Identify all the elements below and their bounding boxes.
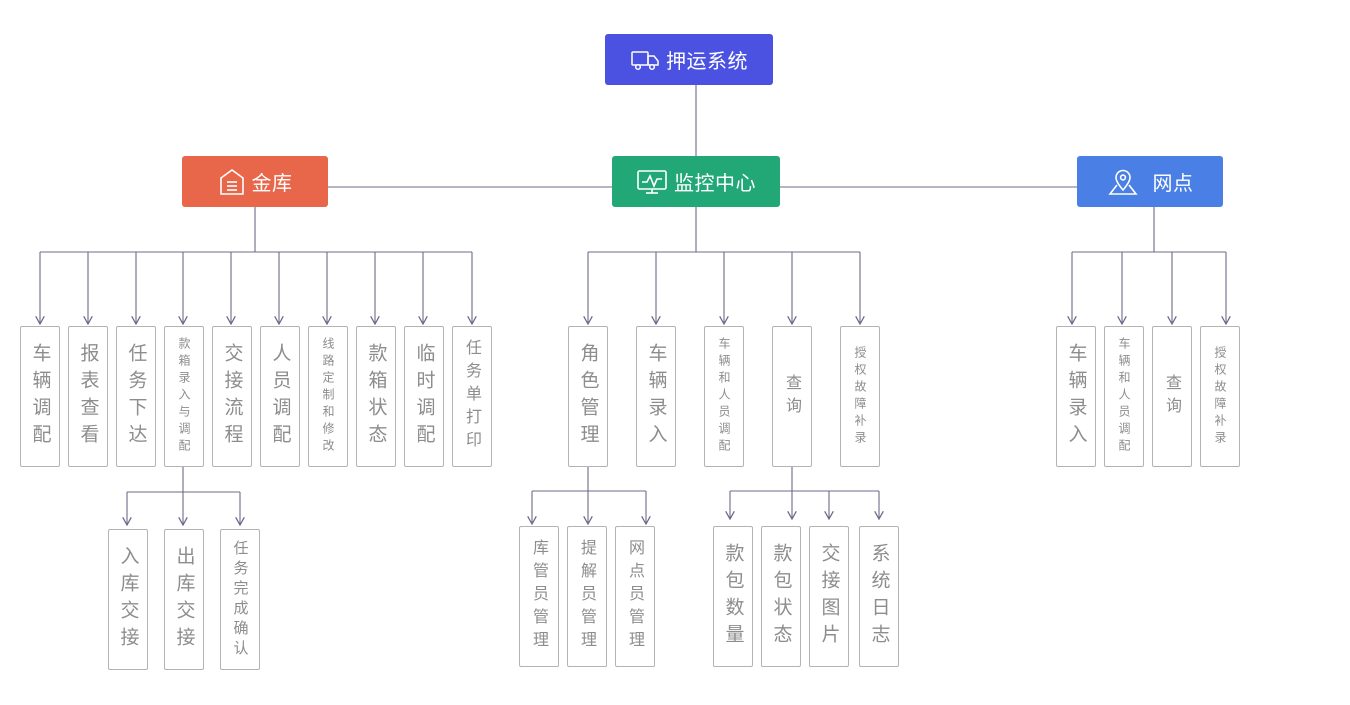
monitor-node[interactable]: 监控中心 (612, 156, 780, 207)
query-sub-handover-photos[interactable]: 交接图片 (809, 526, 849, 667)
root-label: 押运系统 (666, 49, 748, 73)
branch-label: 网点 (1152, 171, 1194, 195)
vault-item-staff-dispatch[interactable]: 人员调配 (260, 326, 300, 467)
vault-sub-task-confirm[interactable]: 任务完成确认 (220, 529, 260, 670)
delivery-truck-icon (630, 48, 660, 72)
branch-item-auth-fault-entry[interactable]: 授权故障补录 (1200, 326, 1240, 467)
role-sub-branch-staff[interactable]: 网点员管理 (615, 526, 655, 667)
query-sub-package-count[interactable]: 款包数量 (713, 526, 753, 667)
vault-item-report-view[interactable]: 报表查看 (68, 326, 108, 467)
vault-label: 金库 (251, 171, 293, 195)
monitor-item-query[interactable]: 查询 (772, 326, 812, 467)
vault-node[interactable]: 金库 (182, 156, 328, 207)
branch-node[interactable]: 网点 (1077, 156, 1223, 207)
role-sub-escort[interactable]: 提解员管理 (567, 526, 607, 667)
location-pin-icon (1107, 168, 1139, 196)
building-icon (218, 167, 246, 197)
query-sub-system-log[interactable]: 系统日志 (859, 526, 899, 667)
monitor-item-role-mgmt[interactable]: 角色管理 (568, 326, 608, 467)
vault-item-route-custom[interactable]: 线路定制和修改 (308, 326, 348, 467)
branch-item-query[interactable]: 查询 (1152, 326, 1192, 467)
vault-item-cashbox-entry[interactable]: 款箱录入与调配 (164, 326, 204, 467)
monitor-item-vehicle-staff-dispatch[interactable]: 车辆和人员调配 (704, 326, 744, 467)
vault-item-handover-flow[interactable]: 交接流程 (212, 326, 252, 467)
branch-item-vehicle-entry[interactable]: 车辆录入 (1056, 326, 1096, 467)
monitor-item-vehicle-entry[interactable]: 车辆录入 (636, 326, 676, 467)
vault-item-vehicle-dispatch[interactable]: 车辆调配 (20, 326, 60, 467)
vault-item-task-print[interactable]: 任务单打印 (452, 326, 492, 467)
branch-item-vehicle-staff-dispatch[interactable]: 车辆和人员调配 (1104, 326, 1144, 467)
vault-item-temp-dispatch[interactable]: 临时调配 (404, 326, 444, 467)
monitor-icon (636, 168, 668, 196)
query-sub-package-status[interactable]: 款包状态 (761, 526, 801, 667)
monitor-item-auth-fault-entry[interactable]: 授权故障补录 (840, 326, 880, 467)
root-node[interactable]: 押运系统 (605, 34, 773, 85)
vault-sub-inbound-handover[interactable]: 入库交接 (108, 529, 148, 670)
monitor-label: 监控中心 (674, 171, 756, 195)
vault-sub-outbound-handover[interactable]: 出库交接 (164, 529, 204, 670)
vault-item-task-issue[interactable]: 任务下达 (116, 326, 156, 467)
role-sub-vault-keeper[interactable]: 库管员管理 (519, 526, 559, 667)
vault-item-cashbox-status[interactable]: 款箱状态 (356, 326, 396, 467)
